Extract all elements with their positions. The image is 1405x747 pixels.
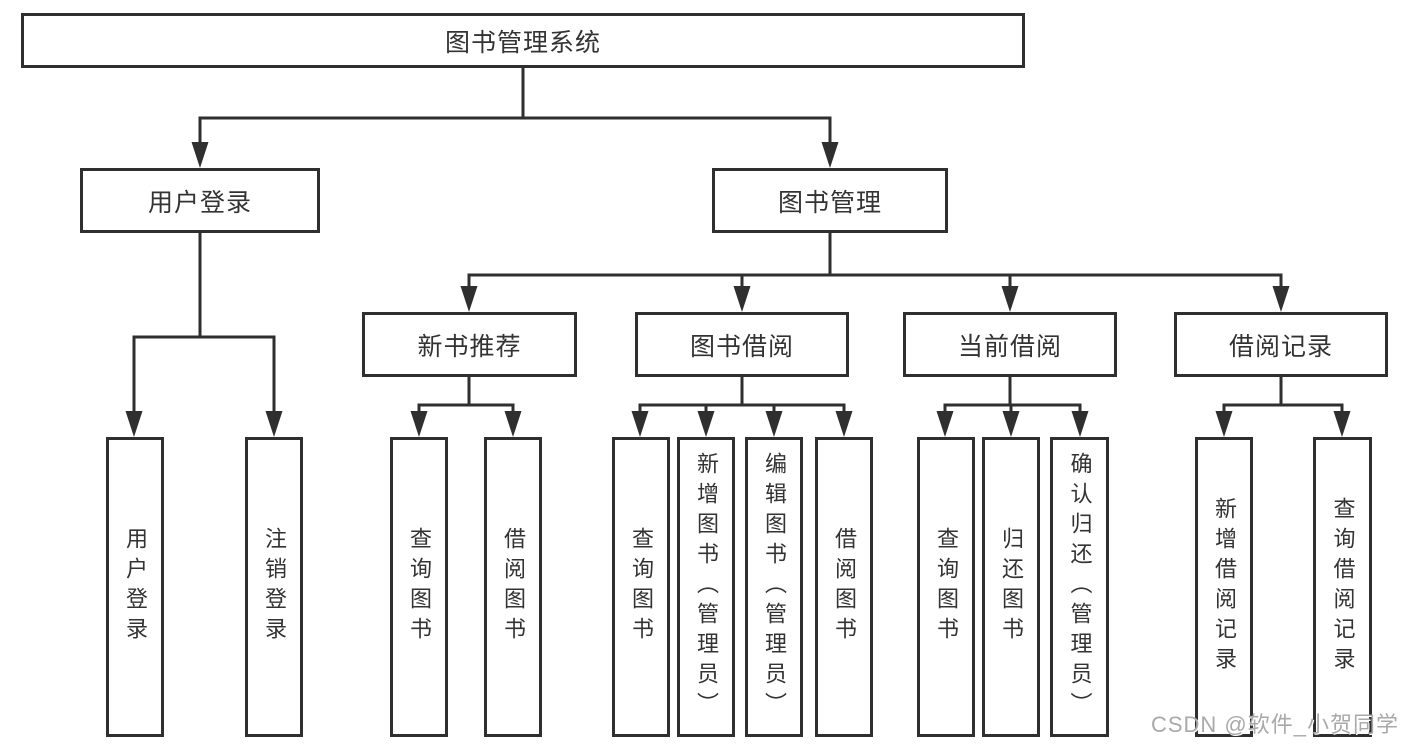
leaf-query-books-borrow: 查询图书 [612,437,670,737]
leaf-add-book-admin: 新增图书（管理员） [677,437,735,737]
leaf-borrow-books-borrow: 借阅图书 [815,437,873,737]
leaf-user-login: 用户登录 [106,437,164,737]
node-book-borrow-label: 图书借阅 [689,332,794,361]
leaf-user-login-label: 用户登录 [123,527,148,647]
leaf-borrow-books-recommend-label: 借阅图书 [501,527,526,647]
leaf-confirm-return-admin: 确认归还（管理员） [1050,437,1109,737]
leaf-query-borrow-record: 查询借阅记录 [1313,437,1372,737]
node-root-label: 图书管理系统 [444,28,601,57]
leaf-confirm-return-admin-label: 确认归还（管理员） [1067,452,1093,722]
leaf-borrow-books-recommend: 借阅图书 [484,437,542,737]
leaf-add-book-admin-label: 新增图书（管理员） [694,452,719,722]
watermark-text: CSDN @软件_小贺同学 [1150,712,1399,737]
leaf-query-books-recommend-label: 查询图书 [407,527,432,647]
leaf-logout: 注销登录 [245,437,303,737]
node-borrow-records: 借阅记录 [1174,312,1388,377]
node-borrow-records-label: 借阅记录 [1228,332,1333,361]
leaf-query-borrow-record-label: 查询借阅记录 [1330,497,1356,677]
leaf-query-books-current: 查询图书 [917,437,975,737]
leaf-query-books-recommend: 查询图书 [390,437,448,737]
node-new-book-recommend-label: 新书推荐 [417,332,522,361]
leaf-query-books-borrow-label: 查询图书 [629,527,654,647]
leaf-borrow-books-borrow-label: 借阅图书 [832,527,857,647]
node-current-borrow-label: 当前借阅 [957,332,1062,361]
node-current-borrow: 当前借阅 [903,312,1117,377]
node-user-login: 用户登录 [80,168,320,233]
node-root: 图书管理系统 [21,13,1025,68]
leaf-return-books: 归还图书 [982,437,1040,737]
leaf-logout-label: 注销登录 [262,527,287,647]
leaf-query-books-current-label: 查询图书 [934,527,959,647]
node-user-login-label: 用户登录 [147,188,252,217]
node-book-borrow: 图书借阅 [635,312,849,377]
node-book-management: 图书管理 [712,168,948,233]
leaf-edit-book-admin: 编辑图书（管理员） [745,437,803,737]
leaf-add-borrow-record-label: 新增借阅记录 [1212,497,1237,677]
node-new-book-recommend: 新书推荐 [362,312,577,377]
leaf-return-books-label: 归还图书 [999,527,1024,647]
leaf-edit-book-admin-label: 编辑图书（管理员） [762,452,787,722]
node-book-management-label: 图书管理 [777,188,882,217]
leaf-add-borrow-record: 新增借阅记录 [1195,437,1253,737]
arrowheads [125,142,1351,437]
